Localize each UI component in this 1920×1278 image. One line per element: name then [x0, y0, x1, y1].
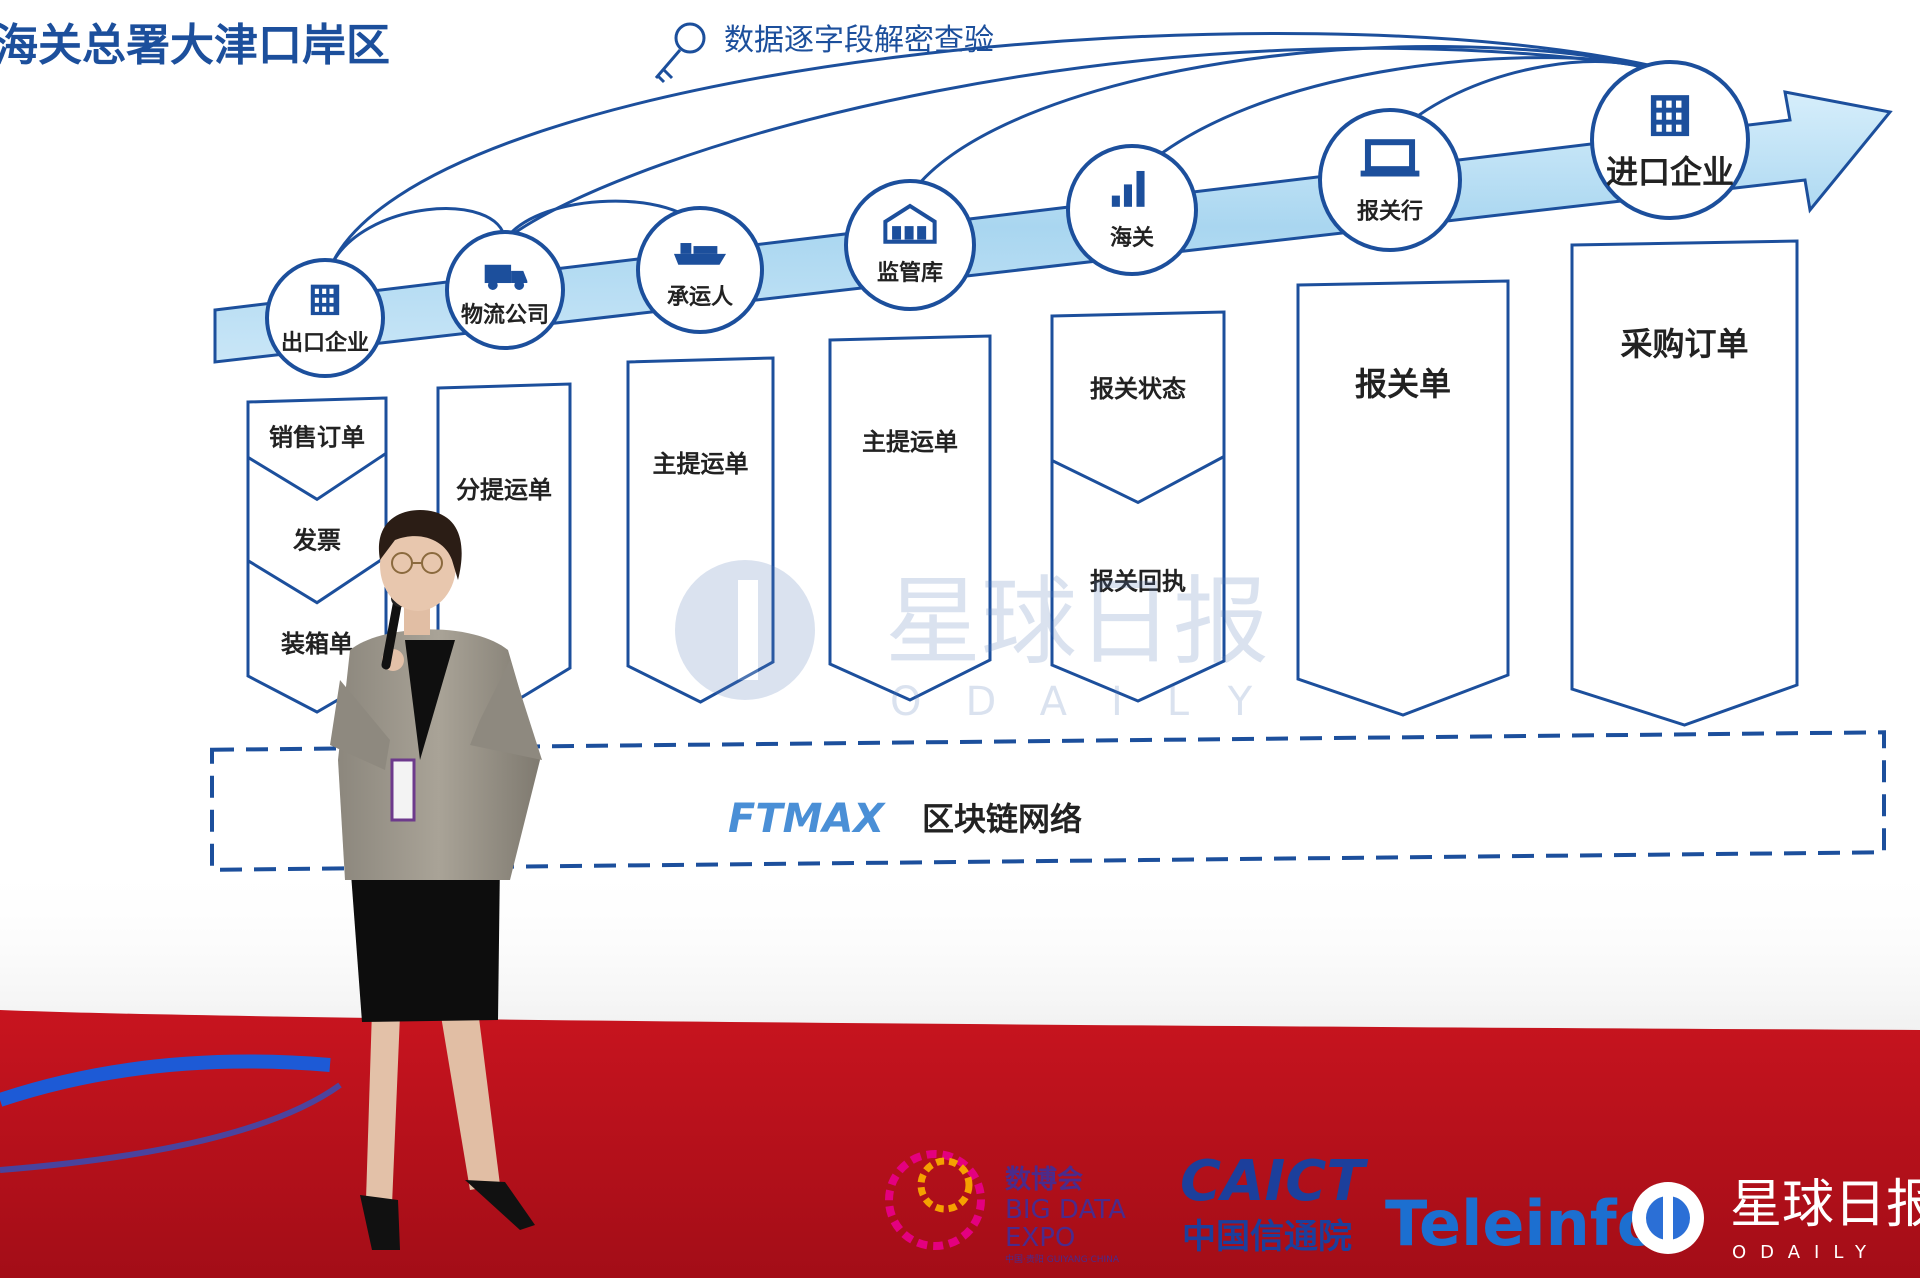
presenter-arm-left: [330, 680, 390, 770]
odaily-en: ODAILY: [1732, 1242, 1880, 1263]
document-label: 主提运单: [653, 450, 749, 478]
expo-ring-inner-icon: [917, 1157, 973, 1213]
arc-6: [328, 207, 507, 269]
decrypt-note: 数据逐字段解密查验: [724, 23, 994, 58]
stage-circle: [1318, 108, 1462, 252]
doc-divider: [247, 452, 387, 502]
document-label: 主提运单: [862, 428, 958, 456]
document-label: 报关单: [1355, 365, 1451, 403]
chart-bars-icon: [1111, 170, 1145, 207]
document-card: [1296, 279, 1510, 717]
screen-bottom-shade: [0, 860, 1920, 1030]
network-label: 区块链网络: [922, 800, 1082, 838]
laptop-icon: [1360, 139, 1420, 177]
ftmax-logo: FTMAX: [728, 796, 886, 842]
document-label: 报关回执: [1090, 567, 1186, 595]
stage-label: 物流公司: [461, 302, 549, 328]
presenter-badge: [390, 758, 416, 822]
arc-3: [908, 45, 1671, 196]
presenter-glasses: [391, 552, 443, 574]
presenter-hair: [378, 509, 462, 580]
stage-circle: [445, 230, 565, 350]
document-card: [436, 382, 572, 710]
document-card: [1050, 310, 1226, 703]
document-label: 报关状态: [1090, 375, 1186, 403]
building-icon: [310, 284, 340, 316]
presenter-shoe-left: [360, 1195, 400, 1250]
presenter-top: [405, 640, 455, 760]
stage-circle: [844, 179, 976, 311]
blockchain-network-box: [210, 730, 1886, 872]
stage-label: 承运人: [667, 285, 733, 310]
document-card: [1570, 239, 1799, 727]
expo-line2: EXPO: [1005, 1223, 1075, 1253]
presenter-face: [380, 519, 456, 611]
stage-7: 采购订单 进口企业: [1570, 60, 1799, 727]
stage-circle: [1066, 144, 1198, 276]
stages-layer: 销售订单发票装箱单出口企业分提运单物流公司主提运单承运人主提运单监管库报关状态报…: [246, 60, 1799, 727]
arc-1: [328, 31, 1671, 269]
odaily-cn: 星球日报: [1730, 1175, 1920, 1235]
document-label: 销售订单: [269, 423, 365, 451]
arc-2: [504, 46, 1671, 242]
caict-logo: CAICT 中国信通院: [1180, 1149, 1368, 1257]
presenter: [330, 509, 542, 1250]
stage-blue-ring: [0, 1054, 331, 1107]
document-label: 发票: [292, 527, 341, 555]
document-card: [828, 334, 992, 702]
office-tower-icon: [1650, 95, 1690, 137]
presenter-leg-left: [366, 1010, 400, 1205]
presenter-skirt: [350, 860, 500, 1022]
key-icon: [654, 22, 706, 84]
presenter-jacket: [338, 629, 540, 880]
doc-divider: [247, 555, 387, 605]
presenter-arm-right: [470, 660, 542, 760]
stage-circle: [636, 206, 764, 334]
odaily-watermark: 星球日报 ODAILY: [675, 560, 1296, 725]
stage-blue-ring-2: [0, 1082, 342, 1173]
watermark-cn: 星球日报: [885, 566, 1269, 678]
presenter-shoe-right: [465, 1180, 535, 1230]
stage-label: 海关: [1110, 225, 1154, 251]
connection-arcs: [328, 31, 1672, 269]
expo-ring-icon: [885, 1150, 985, 1250]
doc-divider: [1051, 455, 1225, 505]
stage-label: 监管库: [877, 260, 943, 286]
watermark-en: ODAILY: [890, 679, 1296, 725]
document-card: [626, 356, 775, 704]
slide-title: 海关总署大津口岸区: [0, 20, 390, 71]
microphone: [381, 595, 403, 670]
presenter-leg-right: [440, 1010, 500, 1190]
expo-cn: 数博会: [1005, 1165, 1083, 1195]
stage-label: 进口企业: [1606, 153, 1734, 191]
stage-circle: [265, 258, 385, 378]
odaily-logo: 星球日报 ODAILY: [1632, 1175, 1920, 1263]
truck-icon: [484, 264, 528, 290]
document-label: 采购订单: [1620, 325, 1748, 363]
warehouse-icon: [883, 203, 937, 244]
ship-icon: [673, 243, 727, 265]
expo-line1: BIG DATA: [1005, 1195, 1126, 1225]
sponsor-bar: 数博会 BIG DATA EXPO 中国·贵阳 GUIYANG·CHINA CA…: [885, 1149, 1920, 1265]
caict-cn: 中国信通院: [1182, 1217, 1352, 1257]
stage-label: 出口企业: [281, 330, 369, 356]
document-label: 分提运单: [456, 476, 552, 504]
stage-circle: [1590, 60, 1750, 220]
document-label: 装箱单: [281, 630, 353, 658]
teleinfo-logo: Teleinfo: [1385, 1187, 1659, 1260]
bigdata-expo-logo: 数博会 BIG DATA EXPO 中国·贵阳 GUIYANG·CHINA: [885, 1150, 1126, 1265]
caict-en: CAICT: [1180, 1149, 1368, 1214]
stage-label: 报关行: [1357, 199, 1423, 225]
expo-sub: 中国·贵阳 GUIYANG·CHINA: [1005, 1253, 1120, 1265]
